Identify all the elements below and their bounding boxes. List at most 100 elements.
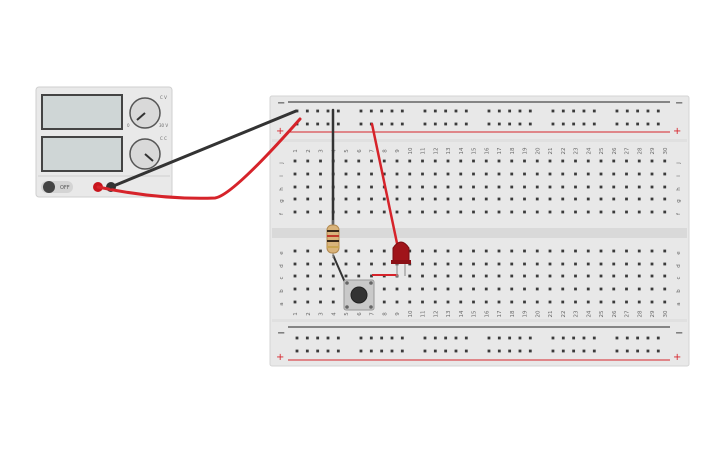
top-rail-minus-hole[interactable] <box>508 109 512 113</box>
hole-d26[interactable] <box>612 262 616 266</box>
top-rail-plus-hole[interactable] <box>433 122 437 126</box>
bottom-rail-plus-hole[interactable] <box>359 349 363 353</box>
hole-j10[interactable] <box>408 159 412 163</box>
hole-b3[interactable] <box>319 287 322 291</box>
hole-i9[interactable] <box>395 172 399 176</box>
hole-i13[interactable] <box>446 172 450 176</box>
bottom-rail-minus-hole[interactable] <box>582 336 586 340</box>
hole-d21[interactable] <box>548 262 552 266</box>
hole-j16[interactable] <box>484 159 488 163</box>
hole-b13[interactable] <box>446 287 450 291</box>
hole-d2[interactable] <box>306 262 310 266</box>
hole-c19[interactable] <box>523 274 526 278</box>
hole-d5[interactable] <box>344 262 348 266</box>
hole-f12[interactable] <box>433 210 437 214</box>
bottom-rail-minus-hole[interactable] <box>487 336 491 340</box>
bottom-rail-plus-hole[interactable] <box>582 349 586 353</box>
hole-h21[interactable] <box>548 185 552 189</box>
hole-g8[interactable] <box>382 197 386 201</box>
hole-b27[interactable] <box>625 287 628 291</box>
hole-j30[interactable] <box>663 159 667 163</box>
hole-h17[interactable] <box>497 185 501 189</box>
hole-f8[interactable] <box>382 210 386 214</box>
bottom-rail-plus-hole[interactable] <box>336 349 340 353</box>
hole-j3[interactable] <box>319 159 322 163</box>
bottom-rail-plus-hole[interactable] <box>615 349 619 353</box>
hole-c18[interactable] <box>510 274 514 278</box>
hole-j21[interactable] <box>548 159 552 163</box>
hole-f23[interactable] <box>574 210 577 214</box>
hole-f9[interactable] <box>395 210 399 214</box>
hole-f30[interactable] <box>663 210 667 214</box>
bottom-rail-plus-hole[interactable] <box>572 349 576 353</box>
hole-i19[interactable] <box>523 172 526 176</box>
hole-g13[interactable] <box>446 197 450 201</box>
hole-f22[interactable] <box>561 210 565 214</box>
hole-g6[interactable] <box>357 197 361 201</box>
top-rail-minus-hole[interactable] <box>423 109 427 113</box>
top-rail-plus-hole[interactable] <box>390 122 394 126</box>
hole-b22[interactable] <box>561 287 565 291</box>
bottom-rail-plus-hole[interactable] <box>551 349 555 353</box>
top-rail-plus-hole[interactable] <box>326 122 330 126</box>
hole-i22[interactable] <box>561 172 565 176</box>
hole-h14[interactable] <box>459 185 463 189</box>
bottom-rail-plus-hole[interactable] <box>369 349 373 353</box>
hole-g22[interactable] <box>561 197 565 201</box>
hole-j19[interactable] <box>523 159 526 163</box>
top-rail-minus-hole[interactable] <box>582 109 586 113</box>
bottom-rail-minus-hole[interactable] <box>551 336 555 340</box>
hole-j11[interactable] <box>421 159 424 163</box>
hole-e13[interactable] <box>446 249 450 253</box>
hole-a28[interactable] <box>637 300 641 304</box>
hole-i21[interactable] <box>548 172 552 176</box>
bottom-rail-plus-hole[interactable] <box>518 349 522 353</box>
bottom-rail-plus-hole[interactable] <box>295 349 299 353</box>
top-rail-plus-hole[interactable] <box>359 122 363 126</box>
hole-e29[interactable] <box>650 249 654 253</box>
hole-d28[interactable] <box>637 262 641 266</box>
top-rail-minus-hole[interactable] <box>551 109 555 113</box>
hole-j24[interactable] <box>586 159 590 163</box>
hole-f2[interactable] <box>306 210 310 214</box>
bottom-rail-plus-hole[interactable] <box>646 349 650 353</box>
hole-c21[interactable] <box>548 274 552 278</box>
top-rail-plus-hole[interactable] <box>487 122 491 126</box>
top-rail-minus-hole[interactable] <box>305 109 309 113</box>
hole-a12[interactable] <box>433 300 437 304</box>
hole-e11[interactable] <box>421 249 424 253</box>
hole-d17[interactable] <box>497 262 501 266</box>
hole-g19[interactable] <box>523 197 526 201</box>
hole-b8[interactable] <box>382 287 386 291</box>
hole-i6[interactable] <box>357 172 361 176</box>
hole-j7[interactable] <box>370 159 373 163</box>
hole-d22[interactable] <box>561 262 565 266</box>
hole-i23[interactable] <box>574 172 577 176</box>
bottom-rail-minus-hole[interactable] <box>464 336 468 340</box>
hole-g7[interactable] <box>370 197 373 201</box>
hole-h22[interactable] <box>561 185 565 189</box>
top-rail-minus-hole[interactable] <box>444 109 448 113</box>
breadboard[interactable]: − + − + − + − + 112233445566778899101011… <box>269 95 690 367</box>
wire-negative-supply[interactable] <box>109 109 298 189</box>
hole-a29[interactable] <box>650 300 654 304</box>
hole-g18[interactable] <box>510 197 514 201</box>
hole-a1[interactable] <box>293 300 297 304</box>
top-rail-minus-hole[interactable] <box>572 109 576 113</box>
top-rail-minus-hole[interactable] <box>316 109 320 113</box>
top-rail-minus-hole[interactable] <box>380 109 384 113</box>
hole-e28[interactable] <box>637 249 641 253</box>
breadboard-holes[interactable] <box>293 109 667 353</box>
resistor-body[interactable] <box>326 224 340 254</box>
button-cap[interactable] <box>350 286 368 304</box>
hole-h7[interactable] <box>370 185 373 189</box>
hole-e7[interactable] <box>370 249 373 253</box>
hole-a9[interactable] <box>395 300 399 304</box>
hole-g16[interactable] <box>484 197 488 201</box>
hole-a22[interactable] <box>561 300 565 304</box>
top-rail-plus-hole[interactable] <box>646 122 650 126</box>
top-rail-minus-hole[interactable] <box>487 109 491 113</box>
hole-i25[interactable] <box>599 172 603 176</box>
hole-i27[interactable] <box>625 172 628 176</box>
bottom-rail-plus-hole[interactable] <box>497 349 501 353</box>
